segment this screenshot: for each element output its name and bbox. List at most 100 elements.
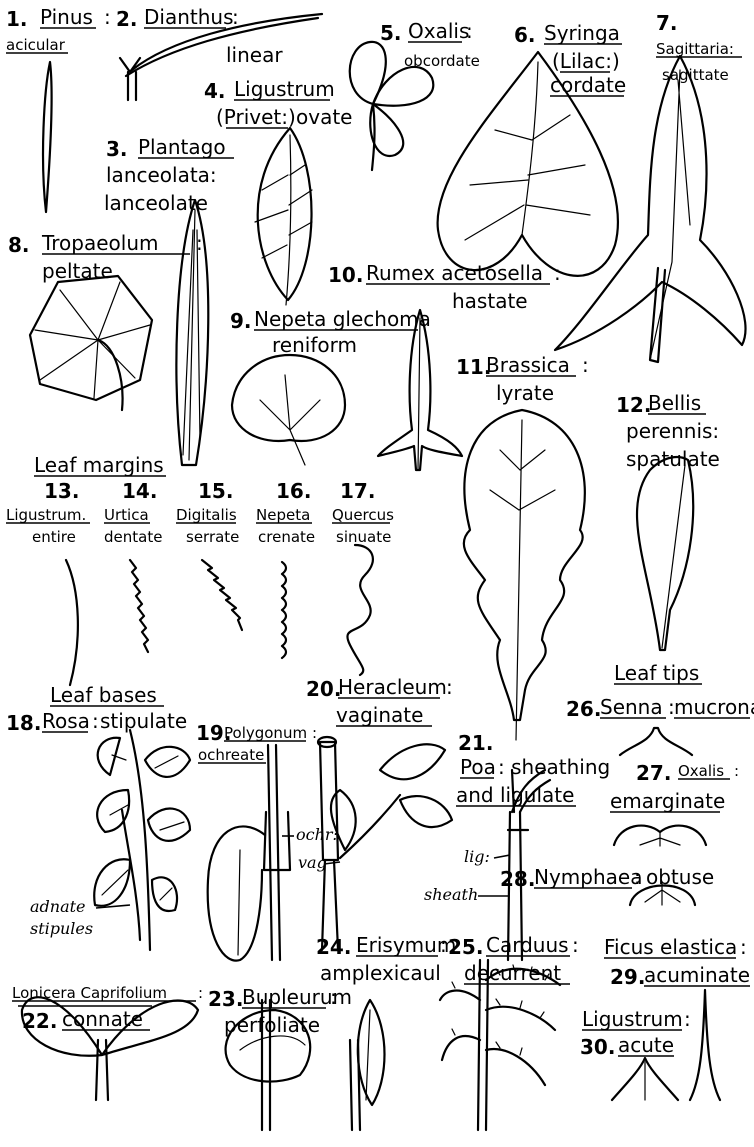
svg-text::: : bbox=[554, 261, 561, 285]
svg-text::: : bbox=[734, 762, 739, 780]
svg-text::: : bbox=[196, 231, 203, 255]
spec-19-shape: ochreate bbox=[198, 746, 264, 764]
heading-leaf-margins: Leaf margins bbox=[34, 453, 164, 477]
spec-16-genus: Nepeta bbox=[256, 506, 310, 524]
spec-13-num: 13. bbox=[44, 479, 79, 503]
sagittaria-sagittate-drawing bbox=[555, 56, 746, 362]
svg-text::: : bbox=[330, 985, 337, 1009]
svg-text:Sagittaria:: Sagittaria: bbox=[656, 40, 734, 58]
spec-16-num: 16. bbox=[276, 479, 311, 503]
spec-28-genus: Nymphaea bbox=[534, 865, 642, 889]
svg-text:(Privet:): (Privet:) bbox=[216, 105, 296, 129]
entire-margin-drawing bbox=[66, 560, 78, 685]
spec-21-genus: Poa bbox=[460, 755, 496, 779]
spec-14-genus: Urtica bbox=[104, 506, 149, 524]
erisymum-amplexicaul-drawing bbox=[350, 1000, 385, 1130]
svg-text:perennis:: perennis: bbox=[626, 419, 719, 443]
svg-text::: : bbox=[572, 933, 579, 957]
spec-8-genus: Tropaeolum bbox=[41, 231, 159, 255]
svg-text::: : bbox=[740, 935, 747, 959]
ligustrum-ovate-drawing bbox=[255, 128, 312, 305]
spec-18-genus: Rosa bbox=[42, 709, 90, 733]
spec-25-shape: decurrent bbox=[464, 961, 561, 985]
spec-17-num: 17. bbox=[340, 479, 375, 503]
spec-29-shape: acuminate bbox=[644, 963, 750, 987]
spec-9-num: 9. bbox=[230, 309, 252, 333]
spec-9-genus: Nepeta glechoma bbox=[254, 307, 431, 331]
spec-28-num: 28. bbox=[500, 867, 535, 891]
spec-16-shape: crenate bbox=[258, 528, 315, 546]
svg-text::: : bbox=[312, 724, 317, 742]
spec-29-genus: Ficus elastica bbox=[604, 935, 737, 959]
spec-18-num: 18. bbox=[6, 711, 41, 735]
spec-15-num: 15. bbox=[198, 479, 233, 503]
adnate-annotation: adnate bbox=[30, 897, 86, 916]
spec-25-genus: Carduus bbox=[486, 933, 569, 957]
lig-annotation: lig: bbox=[464, 847, 490, 866]
spec-12-num: 12. bbox=[616, 393, 651, 417]
spec-6-num: 6. bbox=[514, 23, 536, 47]
nepeta-reniform-drawing bbox=[232, 355, 345, 465]
spec-20-num: 20. bbox=[306, 677, 341, 701]
spec-22-genus: Lonicera Caprifolium bbox=[12, 984, 167, 1002]
spec-2-num: 2. bbox=[116, 7, 138, 31]
spec-15-genus: Digitalis bbox=[176, 506, 237, 524]
svg-text:Plantago: Plantago bbox=[138, 135, 226, 159]
spec-1-num: 1. bbox=[6, 7, 28, 31]
stipules-annotation: stipules bbox=[30, 919, 93, 938]
spec-22-num: 22. bbox=[22, 1009, 57, 1033]
emarginate-tip-drawing bbox=[614, 826, 706, 846]
svg-text:Bellis: Bellis bbox=[648, 391, 701, 415]
spec-4-num: 4. bbox=[204, 79, 226, 103]
spec-2-shape: linear bbox=[226, 43, 283, 67]
sheath-annotation: sheath bbox=[424, 885, 478, 904]
spec-24-num: 24. bbox=[316, 935, 351, 959]
spec-30-genus: Ligustrum bbox=[582, 1007, 683, 1031]
spec-24-shape: amplexicaul bbox=[320, 961, 441, 985]
spec-25-num: 25. bbox=[448, 935, 483, 959]
svg-text::: : bbox=[684, 1007, 691, 1031]
spec-27-num: 27. bbox=[636, 761, 671, 785]
svg-text::: : bbox=[92, 709, 99, 733]
bellis-spatulate-drawing bbox=[637, 457, 693, 650]
rumex-hastate-drawing bbox=[378, 310, 462, 470]
spec-21-num: 21. bbox=[458, 731, 493, 755]
svg-text::: : bbox=[232, 5, 239, 29]
spec-27-genus: Oxalis bbox=[678, 762, 724, 780]
rosa-stipulate-drawing bbox=[94, 730, 190, 950]
spec-12-shape: spatulate bbox=[626, 447, 720, 471]
spec-26-shape: mucronate bbox=[674, 695, 754, 719]
svg-text::: : bbox=[104, 5, 111, 29]
svg-text:Syringa: Syringa bbox=[544, 21, 620, 45]
svg-text:lanceolata:: lanceolata: bbox=[106, 163, 217, 187]
svg-text::: : bbox=[634, 865, 641, 889]
spec-5-num: 5. bbox=[380, 21, 402, 45]
spec-3-num: 3. bbox=[106, 137, 128, 161]
svg-text::: : bbox=[198, 984, 203, 1002]
heracleum-vaginate-drawing bbox=[318, 737, 452, 950]
spec-20-genus: Heracleum bbox=[338, 675, 447, 699]
spec-17-shape: sinuate bbox=[336, 528, 391, 546]
svg-text::: : bbox=[582, 353, 589, 377]
spec-11-genus: Brassica bbox=[486, 353, 570, 377]
svg-text::: : bbox=[440, 933, 447, 957]
brassica-lyrate-drawing bbox=[464, 410, 585, 740]
spec-26-genus: Senna bbox=[600, 695, 663, 719]
spec-22-shape: connate bbox=[62, 1007, 143, 1031]
spec-7-num: 7. bbox=[656, 11, 678, 35]
ochr-annotation: ochr: bbox=[296, 825, 338, 844]
svg-text:(Lilac:): (Lilac:) bbox=[552, 49, 620, 73]
spec-7-shape: sagittate bbox=[662, 66, 729, 84]
spec-18-shape: stipulate bbox=[100, 709, 187, 733]
spec-1-shape: acicular bbox=[6, 36, 66, 54]
spec-26-num: 26. bbox=[566, 697, 601, 721]
svg-text:Ligustrum: Ligustrum bbox=[234, 77, 335, 101]
spec-14-shape: dentate bbox=[104, 528, 162, 546]
acuminate-tip-drawing bbox=[690, 990, 720, 1100]
dentate-margin-drawing bbox=[130, 560, 148, 652]
spec-17-genus: Quercus bbox=[332, 506, 394, 524]
spec-29-num: 29. bbox=[610, 965, 645, 989]
spec-20-shape: vaginate bbox=[336, 703, 423, 727]
spec-23-num: 23. bbox=[208, 987, 243, 1011]
